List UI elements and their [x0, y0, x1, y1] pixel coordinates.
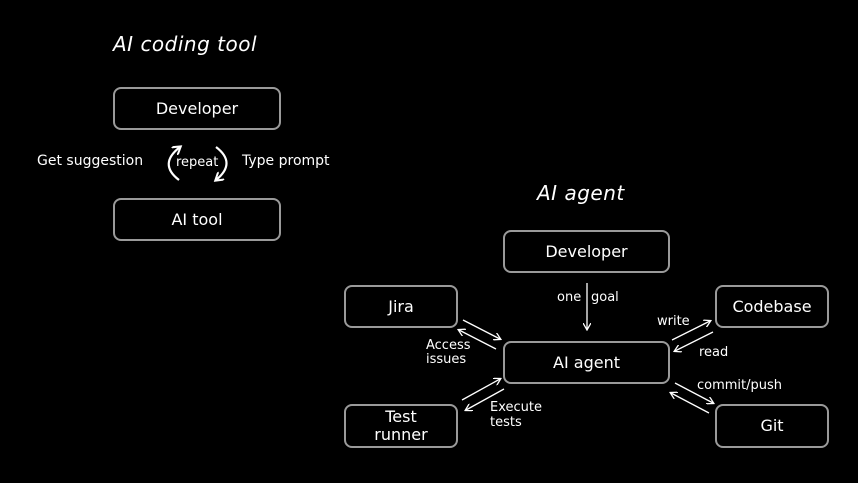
type-prompt-label: Type prompt [242, 153, 330, 169]
developer-box-right: Developer [503, 230, 670, 273]
git-to-agent-arrow-icon [671, 393, 710, 414]
developer-label-left: Developer [155, 98, 239, 118]
access-issues-label: Access issues [426, 338, 471, 367]
execute-tests-label: Execute tests [490, 400, 542, 430]
test-runner-box: Test runner [344, 404, 458, 448]
agent-to-git-arrow-icon [674, 382, 713, 403]
agent-to-test-arrow-icon [466, 388, 505, 410]
codebase-box: Codebase [715, 285, 829, 328]
jira-to-agent-arrow-icon [462, 319, 500, 339]
ai-tool-label: AI tool [171, 209, 223, 229]
jira-box: Jira [344, 285, 458, 328]
write-label: write [657, 314, 690, 329]
codebase-to-agent-arrow-icon [675, 331, 714, 351]
one-label: one [557, 290, 582, 305]
developer-box-left: Developer [113, 87, 281, 130]
test-runner-label: Test runner [374, 407, 428, 444]
loop-arrow-down-icon [216, 146, 228, 180]
commit-push-label: commit/push [697, 378, 783, 393]
developer-label-right: Developer [545, 241, 628, 261]
jira-label: Jira [388, 296, 414, 316]
read-label: read [699, 345, 729, 360]
right-diagram-title: AI agent [537, 181, 625, 205]
get-suggestion-label: Get suggestion [37, 153, 144, 169]
ai-agent-box: AI agent [503, 341, 670, 384]
ai-agent-label: AI agent [553, 352, 620, 372]
git-label: Git [760, 416, 784, 435]
codebase-label: Codebase [732, 296, 812, 316]
left-diagram-title: AI coding tool [113, 32, 258, 56]
ai-tool-box: AI tool [113, 198, 281, 241]
loop-arrow-up-icon [167, 147, 180, 181]
git-box: Git [715, 404, 829, 448]
test-to-agent-arrow-icon [461, 379, 500, 401]
agent-to-codebase-arrow-icon [671, 321, 710, 341]
repeat-label: repeat [176, 155, 219, 170]
agent-to-jira-arrow-icon [459, 330, 497, 350]
goal-label: goal [591, 290, 619, 305]
